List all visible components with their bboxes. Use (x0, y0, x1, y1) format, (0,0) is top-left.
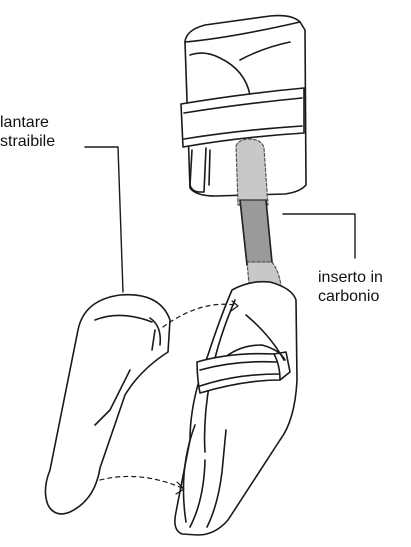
label-carbon-line1: inserto in (318, 268, 383, 287)
label-removable-insole: lantare straibile (0, 113, 55, 151)
foot-shell (175, 282, 297, 535)
label-insole-line2: straibile (0, 132, 55, 151)
label-carbon-insert: inserto in carbonio (318, 268, 383, 306)
removable-insole (45, 295, 170, 514)
label-insole-line1: lantare (0, 113, 55, 132)
label-carbon-line2: carbonio (318, 287, 383, 306)
insole-leader-line (85, 147, 123, 292)
